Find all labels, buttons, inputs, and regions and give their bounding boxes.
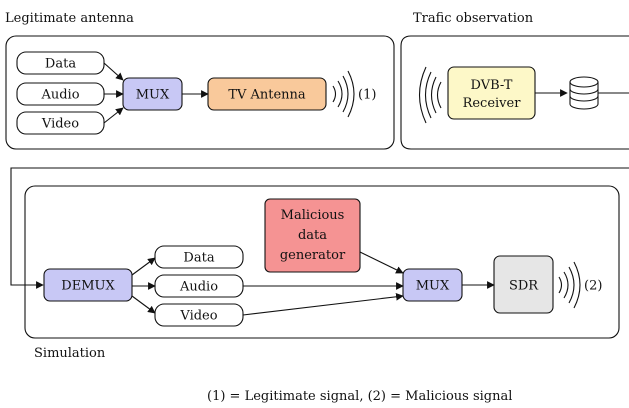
feed-line-to-demux xyxy=(10,167,629,289)
malicious-line3: generator xyxy=(280,248,346,263)
sim-data-label: Data xyxy=(183,251,214,266)
simulation-section-title: Simulation xyxy=(34,346,106,361)
sim-mux-label: MUX xyxy=(416,279,450,294)
receiver-line1: DVB-T xyxy=(471,78,513,93)
demux-label: DEMUX xyxy=(61,279,115,294)
arrow-data-to-mux xyxy=(103,62,124,81)
legit-data-label: Data xyxy=(45,57,76,72)
legit-video-label: Video xyxy=(41,117,79,132)
receiver-line2: Receiver xyxy=(463,96,522,111)
database-icon xyxy=(569,76,599,110)
sim-signal-tag: (2) xyxy=(584,279,602,294)
simulation-frame xyxy=(24,185,620,339)
dvbt-receiver-box xyxy=(447,66,536,120)
traffic-section-title: Trafic observation xyxy=(413,11,534,26)
tv-antenna-label: TV Antenna xyxy=(228,88,306,103)
arrow-video-to-mux xyxy=(103,107,124,124)
arrow-demux-to-video xyxy=(131,295,156,314)
malicious-broadcast-waves-icon xyxy=(558,261,581,309)
legit-broadcast-waves-icon xyxy=(332,70,355,118)
receive-waves-icon xyxy=(418,66,442,124)
legit-audio-label: Audio xyxy=(40,88,79,103)
arrow-video-to-mux xyxy=(242,292,404,316)
legitimate-section-title: Legitimate antenna xyxy=(5,11,134,26)
demux-box xyxy=(43,268,133,302)
sdr-label: SDR xyxy=(509,279,539,294)
malicious-line2: data xyxy=(298,228,327,243)
footnote: (1) = Legitimate signal, (2) = Malicious… xyxy=(207,389,512,404)
sim-audio-label: Audio xyxy=(179,280,218,295)
legitimate-antenna-frame xyxy=(5,35,395,150)
sim-data-output xyxy=(154,245,244,269)
malicious-generator-box xyxy=(264,198,361,273)
legit-mux-label: MUX xyxy=(136,88,170,103)
sim-video-label: Video xyxy=(179,309,217,324)
legit-signal-tag: (1) xyxy=(358,88,376,103)
malicious-line1: Malicious xyxy=(281,208,345,223)
arrow-generator-to-mux xyxy=(359,251,404,274)
traffic-observation-frame xyxy=(400,35,629,150)
arrow-demux-to-data xyxy=(131,257,156,276)
